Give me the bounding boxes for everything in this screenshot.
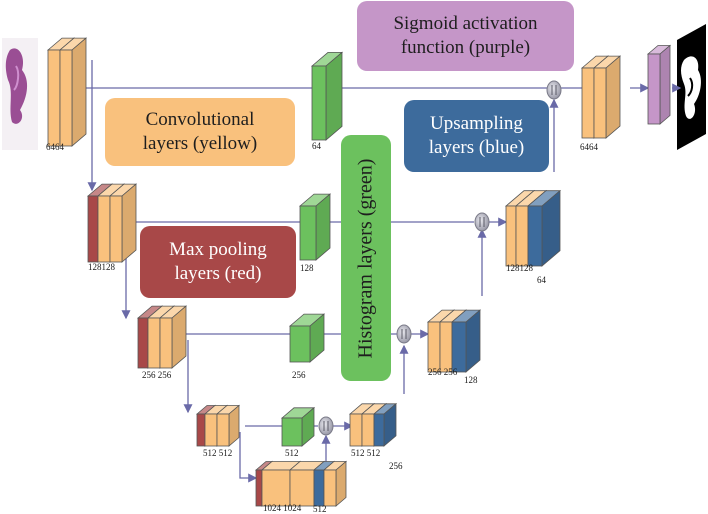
legend-hist-text: Histogram layers (green) <box>354 158 377 358</box>
dim-label-enc3-hist: 256 <box>292 370 306 380</box>
dim-label-enc1-hist: 64 <box>312 141 322 151</box>
legend-pool-line-1: Max pooling <box>169 239 267 261</box>
block-sigmoid-slab-1 <box>646 44 672 125</box>
dim-label-bott: 1024 1024 <box>263 503 302 513</box>
block-enc3-hist-slab-1 <box>288 313 326 363</box>
dim-label-enc4-hist: 512 <box>285 448 299 458</box>
dim-label-enc2: 128128 <box>88 262 116 272</box>
dim-label-dec4-up: 256 <box>389 461 403 471</box>
dim-label-dec3-up: 128 <box>464 375 478 385</box>
block-dec2-slab-3 <box>526 189 562 267</box>
block-dec3-slab-3 <box>450 309 482 373</box>
legend-histogram-layers: Histogram layers (green) <box>341 135 391 381</box>
legend-sigmoid-line-1: Sigmoid activation <box>393 13 538 35</box>
layer-blocks <box>46 37 672 507</box>
block-enc3-slab-3 <box>158 305 188 369</box>
dim-label-enc2-hist: 128 <box>300 263 314 273</box>
output-mask <box>677 24 706 150</box>
legend-up-line-2: layers (blue) <box>428 137 525 158</box>
legend-conv-line-2: layers (yellow) <box>142 133 258 154</box>
down-line-4 <box>239 432 258 483</box>
legend-conv-line-1: Convolutional <box>145 109 255 131</box>
block-dec4-slab-3 <box>372 402 398 447</box>
legend-pool-line-2: layers (red) <box>174 263 262 284</box>
legend-up-line-1: Upsampling <box>430 113 523 135</box>
dim-label-dec3: 256 256 <box>428 367 458 377</box>
legend-sigmoid-line-2: function (purple) <box>400 37 531 58</box>
dim-label-dec4: 512 512 <box>351 448 380 458</box>
concat-node-2 <box>474 212 490 232</box>
concat-node-1 <box>546 80 562 100</box>
dim-label-bott-up: 512 <box>313 504 327 514</box>
dim-label-enc3: 256 256 <box>142 370 172 380</box>
block-enc1-slab-2 <box>58 37 88 147</box>
dim-label-dec2-up: 64 <box>537 275 547 285</box>
block-bottleneck-slab-5 <box>322 460 348 507</box>
concat-node-3 <box>396 324 412 344</box>
dim-label-enc4: 512 512 <box>203 448 232 458</box>
block-enc2-hist-slab-1 <box>298 193 332 261</box>
block-enc4-hist-slab-1 <box>280 406 316 447</box>
block-out-conv-slab-2 <box>592 55 622 139</box>
input-image <box>2 38 38 150</box>
block-enc1-hist-slab-1 <box>310 51 344 141</box>
block-enc2-slab-3 <box>108 183 138 263</box>
dim-label-out-conv: 6464 <box>580 142 599 152</box>
concat-node-4 <box>318 416 334 436</box>
dim-label-enc1: 6464 <box>46 142 65 152</box>
dim-label-dec2: 128128 <box>506 263 534 273</box>
block-enc4-slab-3 <box>215 404 241 447</box>
